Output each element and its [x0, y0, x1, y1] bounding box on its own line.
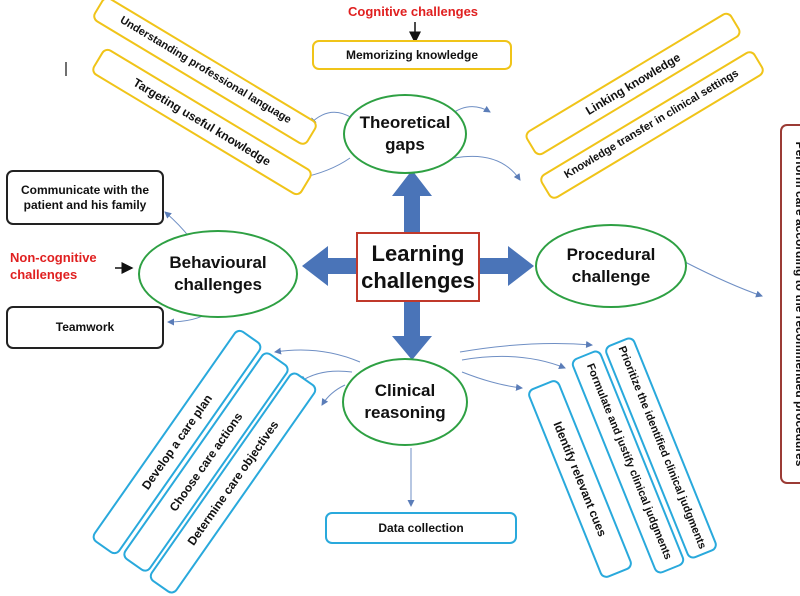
diagram-canvas: Cognitive challenges Non-cognitive chall…	[6, 0, 800, 596]
connector-clinical-objectives	[321, 384, 346, 406]
theoretical-gaps-node: Theoretical gaps	[343, 94, 467, 174]
connector-clinical-cues	[461, 371, 523, 391]
connector-procedural-perform	[684, 261, 763, 298]
block-arrow-right	[480, 246, 534, 286]
connector-clinical-plan	[274, 347, 361, 363]
procedural-challenge-node: Procedural challenge	[535, 224, 687, 308]
teamwork-box: Teamwork	[6, 306, 164, 349]
block-arrow-down	[392, 302, 432, 360]
perform-care-box: Perform care according to the recommende…	[780, 124, 800, 484]
clinical-reasoning-node: Clinical reasoning	[342, 358, 468, 446]
cognitive-annotation: Cognitive challenges	[348, 4, 479, 19]
connector-theoretical-transfer	[453, 155, 521, 181]
connector-clinical-formulate	[461, 355, 566, 370]
data-collection-box: Data collection	[325, 512, 517, 544]
memorizing-knowledge-box: Memorizing knowledge	[312, 40, 512, 70]
connector-clinical-prioritize	[459, 341, 593, 353]
communicate-patient-family-box: Communicate with the patient and his fam…	[6, 170, 164, 225]
behavioural-challenges-node: Behavioural challenges	[138, 230, 298, 318]
block-arrow-up	[392, 170, 432, 232]
non-cognitive-annotation: Non-cognitive challenges	[10, 250, 97, 282]
block-arrow-left	[302, 246, 356, 286]
learning-challenges-box: Learning challenges	[356, 232, 480, 302]
